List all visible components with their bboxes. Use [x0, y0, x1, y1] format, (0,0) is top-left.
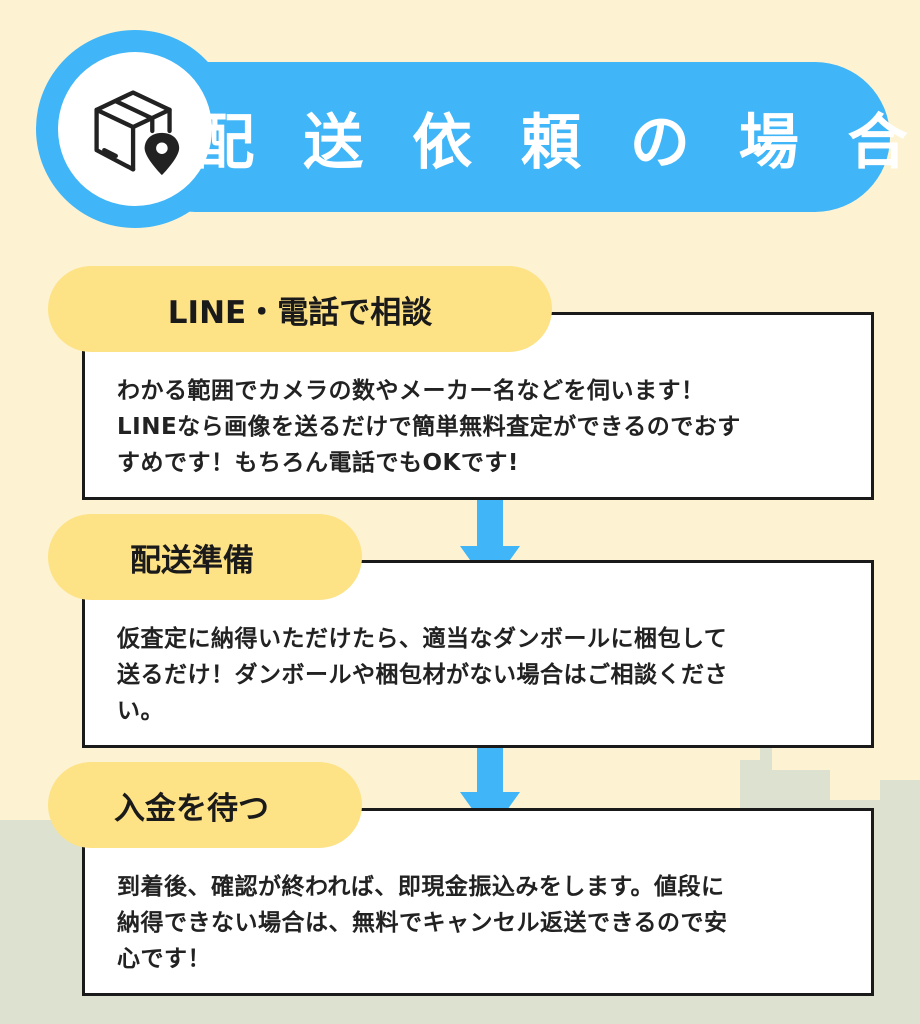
step-2-label: 配送準備: [48, 514, 362, 600]
description-line: 送るだけ！ダンボールや梱包材がない場合はご相談くださ: [117, 662, 728, 688]
description-line: わかる範囲でカメラの数やメーカー名などを伺います！: [117, 378, 705, 404]
description-line: LINEなら画像を送るだけで簡単無料査定ができるのでおす: [117, 414, 741, 440]
package-location-icon: [94, 90, 180, 176]
step-1-label: LINE・電話で相談: [48, 266, 552, 352]
page-title: 配 送 依 頼 の 場 合: [194, 107, 920, 178]
description-line: い。: [117, 698, 164, 724]
header-icon-badge: [36, 30, 234, 228]
step-3-label: 入金を待つ: [48, 762, 362, 848]
description-line: すめです！もちろん電話でもOKです!: [117, 450, 519, 476]
description-line: 納得できない場合は、無料でキャンセル返送できるので安: [117, 910, 728, 936]
description-line: 到着後、確認が終われば、即現金振込みをします。値段に: [117, 874, 725, 900]
description-line: 仮査定に納得いただけたら、適当なダンボールに梱包して: [117, 626, 728, 652]
header-banner: [120, 62, 890, 212]
description-line: 心です！: [117, 946, 211, 972]
